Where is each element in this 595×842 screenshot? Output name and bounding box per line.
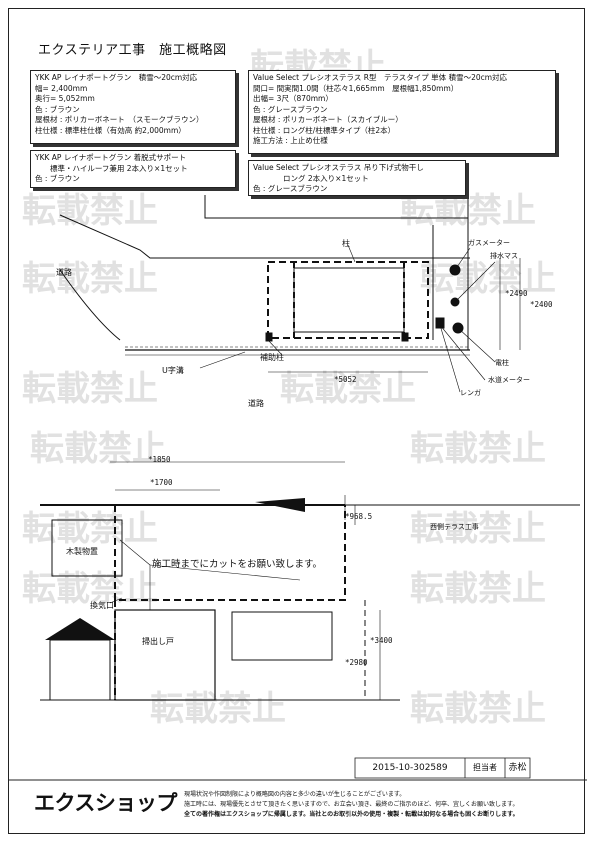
dim-2980-label: *2980 bbox=[345, 658, 368, 667]
carport-plan bbox=[59, 190, 521, 393]
u-gutter-label: U字溝 bbox=[162, 366, 184, 375]
dim-968-label: *968.5 bbox=[345, 512, 373, 521]
watermark-text: 転載禁止 bbox=[420, 259, 556, 299]
spec-line: 出幅= 3尺（870mm） bbox=[253, 94, 333, 103]
footer-notes: 現場状況や作図制限により概略図の内容と多少の違いが生じることがございます。 施工… bbox=[184, 790, 519, 820]
support-spec-box: YKK AP レイナポートグラン 着脱式サポート 標準・ハイルーフ兼用 2本入り… bbox=[30, 150, 236, 188]
watermark-text: 転載禁止 bbox=[410, 429, 546, 469]
dim-2490-label: *2490 bbox=[505, 289, 528, 298]
watermark-text: 転載禁止 bbox=[410, 689, 546, 729]
spec-line: YKK AP レイナポートグラン 積雪～20cm対応 bbox=[35, 73, 198, 82]
pole-label: 電柱 bbox=[495, 359, 509, 367]
spec-line: 色 : ブラウン bbox=[35, 104, 80, 114]
road-bottom-label: 道路 bbox=[248, 399, 264, 408]
spec-line: 色 : グレースブラウン bbox=[253, 184, 328, 193]
watermark-text: 転載禁止 bbox=[280, 369, 416, 409]
spec-line: Value Select プレシオステラス 吊り下げ式物干し bbox=[253, 163, 424, 172]
staff-name: 赤松 bbox=[508, 763, 527, 773]
watermark-text: 転載禁止 bbox=[22, 191, 158, 231]
footer-note-line: 施工時には、現場優先とさせて頂きたく思いますので、お立会い頂き、最終のご指示のほ… bbox=[184, 801, 519, 808]
spec-line: 屋根材 : ポリカーボネート（スカイブルー） bbox=[253, 115, 403, 124]
terrace-site-plan bbox=[40, 461, 580, 701]
watermark-text: 転載禁止 bbox=[410, 569, 546, 609]
dryer-spec-box: Value Select プレシオステラス 吊り下げ式物干し ロング 2本入り×… bbox=[248, 160, 466, 196]
aux-pillar-label: 補助柱 bbox=[260, 353, 284, 362]
dim-5052-label: *5052 bbox=[334, 375, 357, 384]
spec-line: 幅= 2,400mm bbox=[35, 83, 88, 93]
watermark-text: 転載禁止 bbox=[30, 429, 166, 469]
watermark-text: 転載禁止 bbox=[22, 259, 158, 299]
footer-note-line: 全ての著作権はエクスショップに帰属します。当社とのお取引以外の使用・複製・転載は… bbox=[184, 811, 519, 818]
company-logo: エクスショップ bbox=[34, 791, 177, 815]
dim-1850-label: *1850 bbox=[148, 455, 171, 464]
footer-note-line: 現場状況や作図制限により概略図の内容と多少の違いが生じることがございます。 bbox=[184, 791, 406, 798]
footer-table bbox=[354, 757, 531, 779]
vent-label: 換気口 bbox=[90, 601, 114, 610]
spec-line: 奥行= 5,052mm bbox=[35, 94, 95, 103]
spec-line: 色 : グレースブラウン bbox=[253, 104, 328, 114]
watermark-text: 転載禁止 bbox=[150, 689, 286, 729]
drain-label: 排水マス bbox=[490, 252, 518, 260]
spec-line: 柱仕様 : ロング柱/柱標準タイプ（柱2本） bbox=[253, 125, 396, 135]
brick-label: レンガ bbox=[460, 389, 481, 397]
doc-number: 2015-10-302589 bbox=[372, 763, 448, 773]
shed-label: 木製物置 bbox=[66, 547, 98, 556]
gas-meter-label: ガスメーター bbox=[468, 239, 510, 247]
water-meter-label: 水道メーター bbox=[488, 376, 530, 384]
page-title: エクステリア工事 施工概略図 bbox=[38, 43, 227, 58]
dim-1700-label: *1700 bbox=[150, 478, 173, 487]
spec-line: 柱仕様 : 標準柱仕様（有効高 約2,000mm） bbox=[35, 125, 186, 135]
pillar-label: 柱 bbox=[342, 239, 350, 248]
watermark-text: 転載禁止 bbox=[410, 509, 546, 549]
dim-3400-label: *3400 bbox=[370, 636, 393, 645]
cut-note-label: 施工時までにカットをお願い致します。 bbox=[152, 559, 323, 570]
spec-line: YKK AP レイナポートグラン 着脱式サポート bbox=[35, 153, 187, 162]
watermark-layer: 転載禁止 転載禁止 転載禁止 転載禁止 転載禁止 転載禁止 転載禁止 転載禁止 … bbox=[22, 47, 556, 729]
spec-line: ロング 2本入り×1セット bbox=[253, 173, 369, 183]
dim-2400-label: *2400 bbox=[530, 300, 553, 309]
spec-line: 施工方法 : 上止め仕様 bbox=[253, 136, 328, 145]
road-left-label: 道路 bbox=[56, 268, 72, 277]
west-terrace-label: 西側テラス工事 bbox=[430, 523, 479, 531]
terrace-spec-box: Value Select プレシオステラス R型 テラスタイプ 単体 積雪～20… bbox=[248, 70, 556, 154]
spec-line: Value Select プレシオステラス R型 テラスタイプ 単体 積雪～20… bbox=[253, 73, 508, 82]
watermark-text: 転載禁止 bbox=[22, 369, 158, 409]
spec-line: 間口= 間実間1.0間（柱芯々1,665mm 屋根幅1,850mm） bbox=[253, 83, 459, 93]
staff-label: 担当者 bbox=[473, 763, 497, 772]
spec-line: 屋根材 : ポリカーボネート （スモークブラウン） bbox=[35, 115, 204, 124]
spec-line: 標準・ハイルーフ兼用 2本入り×1セット bbox=[35, 163, 188, 173]
exit-door-label: 掃出し戸 bbox=[142, 637, 174, 646]
carport-spec-box: YKK AP レイナポートグラン 積雪～20cm対応 幅= 2,400mm 奥行… bbox=[30, 70, 236, 144]
watermark-text: 転載禁止 bbox=[22, 509, 158, 549]
spec-line: 色 : ブラウン bbox=[35, 174, 80, 183]
page-frame bbox=[8, 8, 585, 834]
